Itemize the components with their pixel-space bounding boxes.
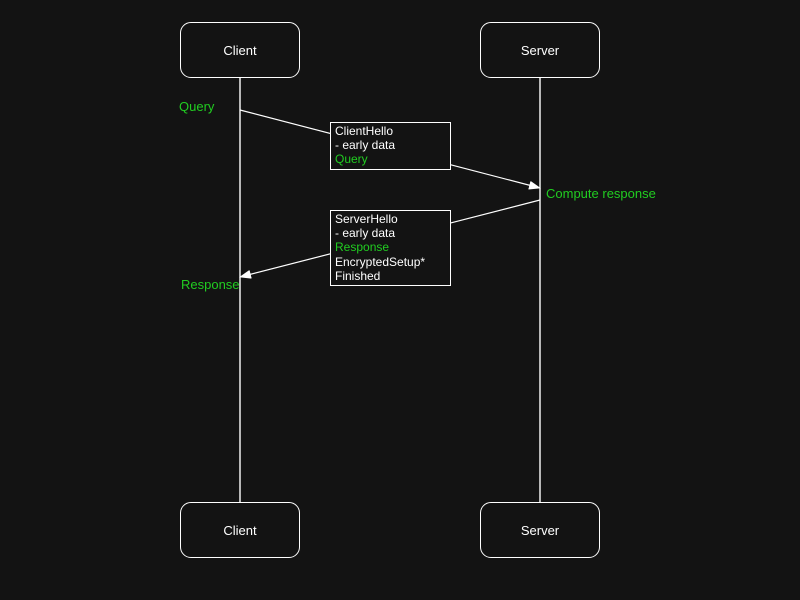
actor-server-bottom-label: Server [520, 522, 560, 538]
actor-client-bottom: Client [180, 502, 300, 558]
actor-server-top: Server [480, 22, 600, 78]
compute-response-label: Compute response [546, 186, 656, 201]
server-hello-message-box: ServerHello - early data Response Encryp… [330, 210, 451, 287]
message-line: - early data [335, 138, 396, 153]
actor-server-bottom: Server [480, 502, 600, 558]
client-hello-message-box: ClientHello - early data Query [330, 122, 451, 170]
response-label: Response [181, 277, 240, 292]
actor-server-top-label: Server [520, 42, 560, 58]
actor-client-bottom-label: Client [223, 522, 257, 538]
message-line: Response [335, 240, 390, 255]
message-line: Query [335, 152, 368, 167]
query-label: Query [179, 99, 215, 114]
actor-client-top-label: Client [223, 42, 257, 58]
message-line: ServerHello [335, 212, 398, 226]
message-line: - early data [335, 226, 396, 241]
message-line: Finished [335, 268, 381, 283]
message-line: ClientHello [335, 124, 394, 138]
actor-client-top: Client [180, 22, 300, 78]
message-line: EncryptedSetup* [335, 254, 426, 269]
